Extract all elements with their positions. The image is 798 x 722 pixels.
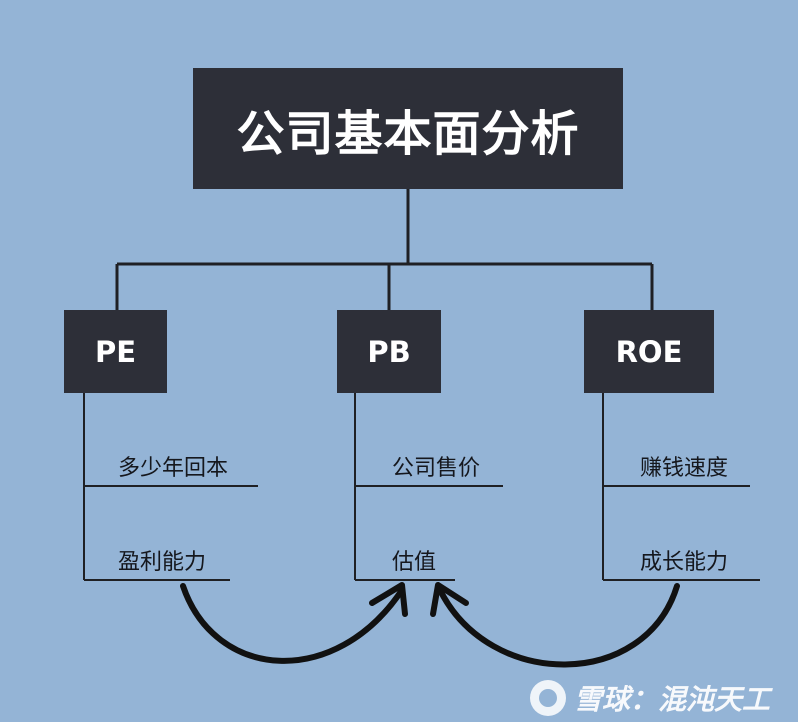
roe-label: ROE: [615, 334, 683, 369]
pe-box: PE: [64, 310, 167, 393]
roe-item-earning-speed: 赚钱速度: [640, 456, 729, 481]
watermark: 雪球：混沌天工: [530, 676, 795, 720]
pe-label: PE: [94, 334, 137, 369]
pb-box: PB: [337, 310, 441, 393]
pb-label: PB: [367, 334, 411, 369]
watermark-text: 雪球：混沌天工: [574, 683, 771, 716]
left-arrow-head: [369, 582, 408, 617]
pb-item-valuation: 估值: [392, 550, 437, 575]
right-curved-arrow: [437, 583, 680, 668]
left-curved-arrow: [180, 583, 405, 664]
pe-item-profitability: 盈利能力: [118, 550, 207, 575]
root-label: 公司基本面分析: [236, 105, 580, 162]
pb-item-company-price: 公司售价: [392, 456, 481, 481]
roe-item-growth-ability: 成长能力: [640, 550, 729, 575]
pe-item-payback-years: 多少年回本: [118, 456, 229, 481]
right-arrow-head: [430, 582, 469, 617]
root-box: 公司基本面分析: [193, 68, 623, 189]
snowball-logo-icon: [530, 680, 566, 716]
roe-box: ROE: [584, 310, 714, 393]
